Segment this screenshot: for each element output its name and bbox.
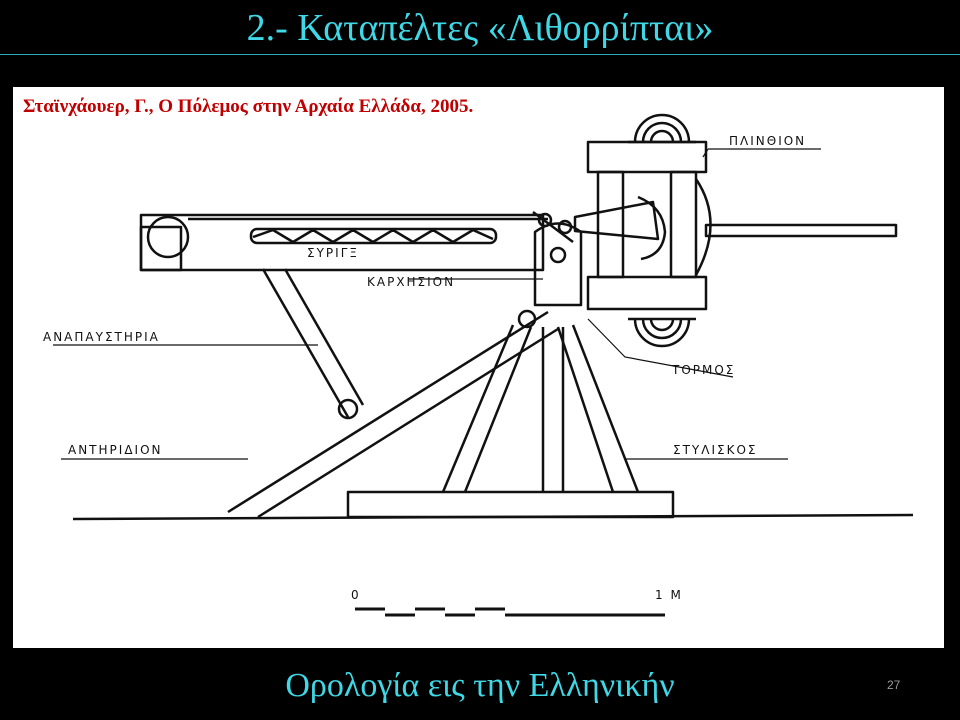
plinthion-frame <box>586 140 898 311</box>
label-syrigx: ΣΥΡΙΓΞ <box>307 246 359 260</box>
label-antiridion: ΑΝΤΗΡΙΔΙΟΝ <box>68 443 162 457</box>
trigger-claw <box>532 211 574 243</box>
scale-end-label: 1 M <box>655 588 683 602</box>
diagram-panel: ΠΛΙΝΘΙΟΝ ΣΥΡΙΓΞ ΚΑΡΧΗΣΙΟΝ ΑΝΑΠΑΥΣΤΗΡΙΑ Τ… <box>13 87 944 648</box>
styliskos-support <box>441 324 640 493</box>
label-plinthion: ΠΛΙΝΘΙΟΝ <box>729 134 806 148</box>
pivot-joint <box>517 309 537 329</box>
figure-citation: Σταϊνχάουερ, Γ., Ο Πόλεμος στην Αρχαία Ε… <box>23 96 474 117</box>
base-platform <box>346 490 675 519</box>
label-anapaustiria: ΑΝΑΠΑΥΣΤΗΡΙΑ <box>43 330 160 344</box>
label-karchesion: ΚΑΡΧΗΣΙΟΝ <box>367 275 455 289</box>
throwing-arm <box>573 200 660 241</box>
anapaustiria-strut <box>261 268 365 420</box>
title-divider <box>0 54 960 55</box>
label-styliskos: ΣΤΥΛΙΣΚΟΣ <box>673 443 757 457</box>
label-tormos: ΤΟΡΜΟΣ <box>671 363 735 377</box>
scale-start-label: 0 <box>351 588 361 602</box>
page-number: 27 <box>887 678 901 692</box>
karchesion-swivel <box>533 222 583 307</box>
tormos-caps <box>628 113 696 348</box>
scale-bar <box>355 607 665 617</box>
slide-footer: Ορολογία εις την Ελληνικήν <box>285 667 675 704</box>
slide-title: 2.- Καταπέλτες «Λιθορρίπται» <box>246 7 714 49</box>
antiridion-brace <box>227 310 559 519</box>
catapult-diagram: ΠΛΙΝΘΙΟΝ ΣΥΡΙΓΞ ΚΑΡΧΗΣΙΟΝ ΑΝΑΠΑΥΣΤΗΡΙΑ Τ… <box>43 113 914 617</box>
syrigx-beam <box>139 213 545 272</box>
